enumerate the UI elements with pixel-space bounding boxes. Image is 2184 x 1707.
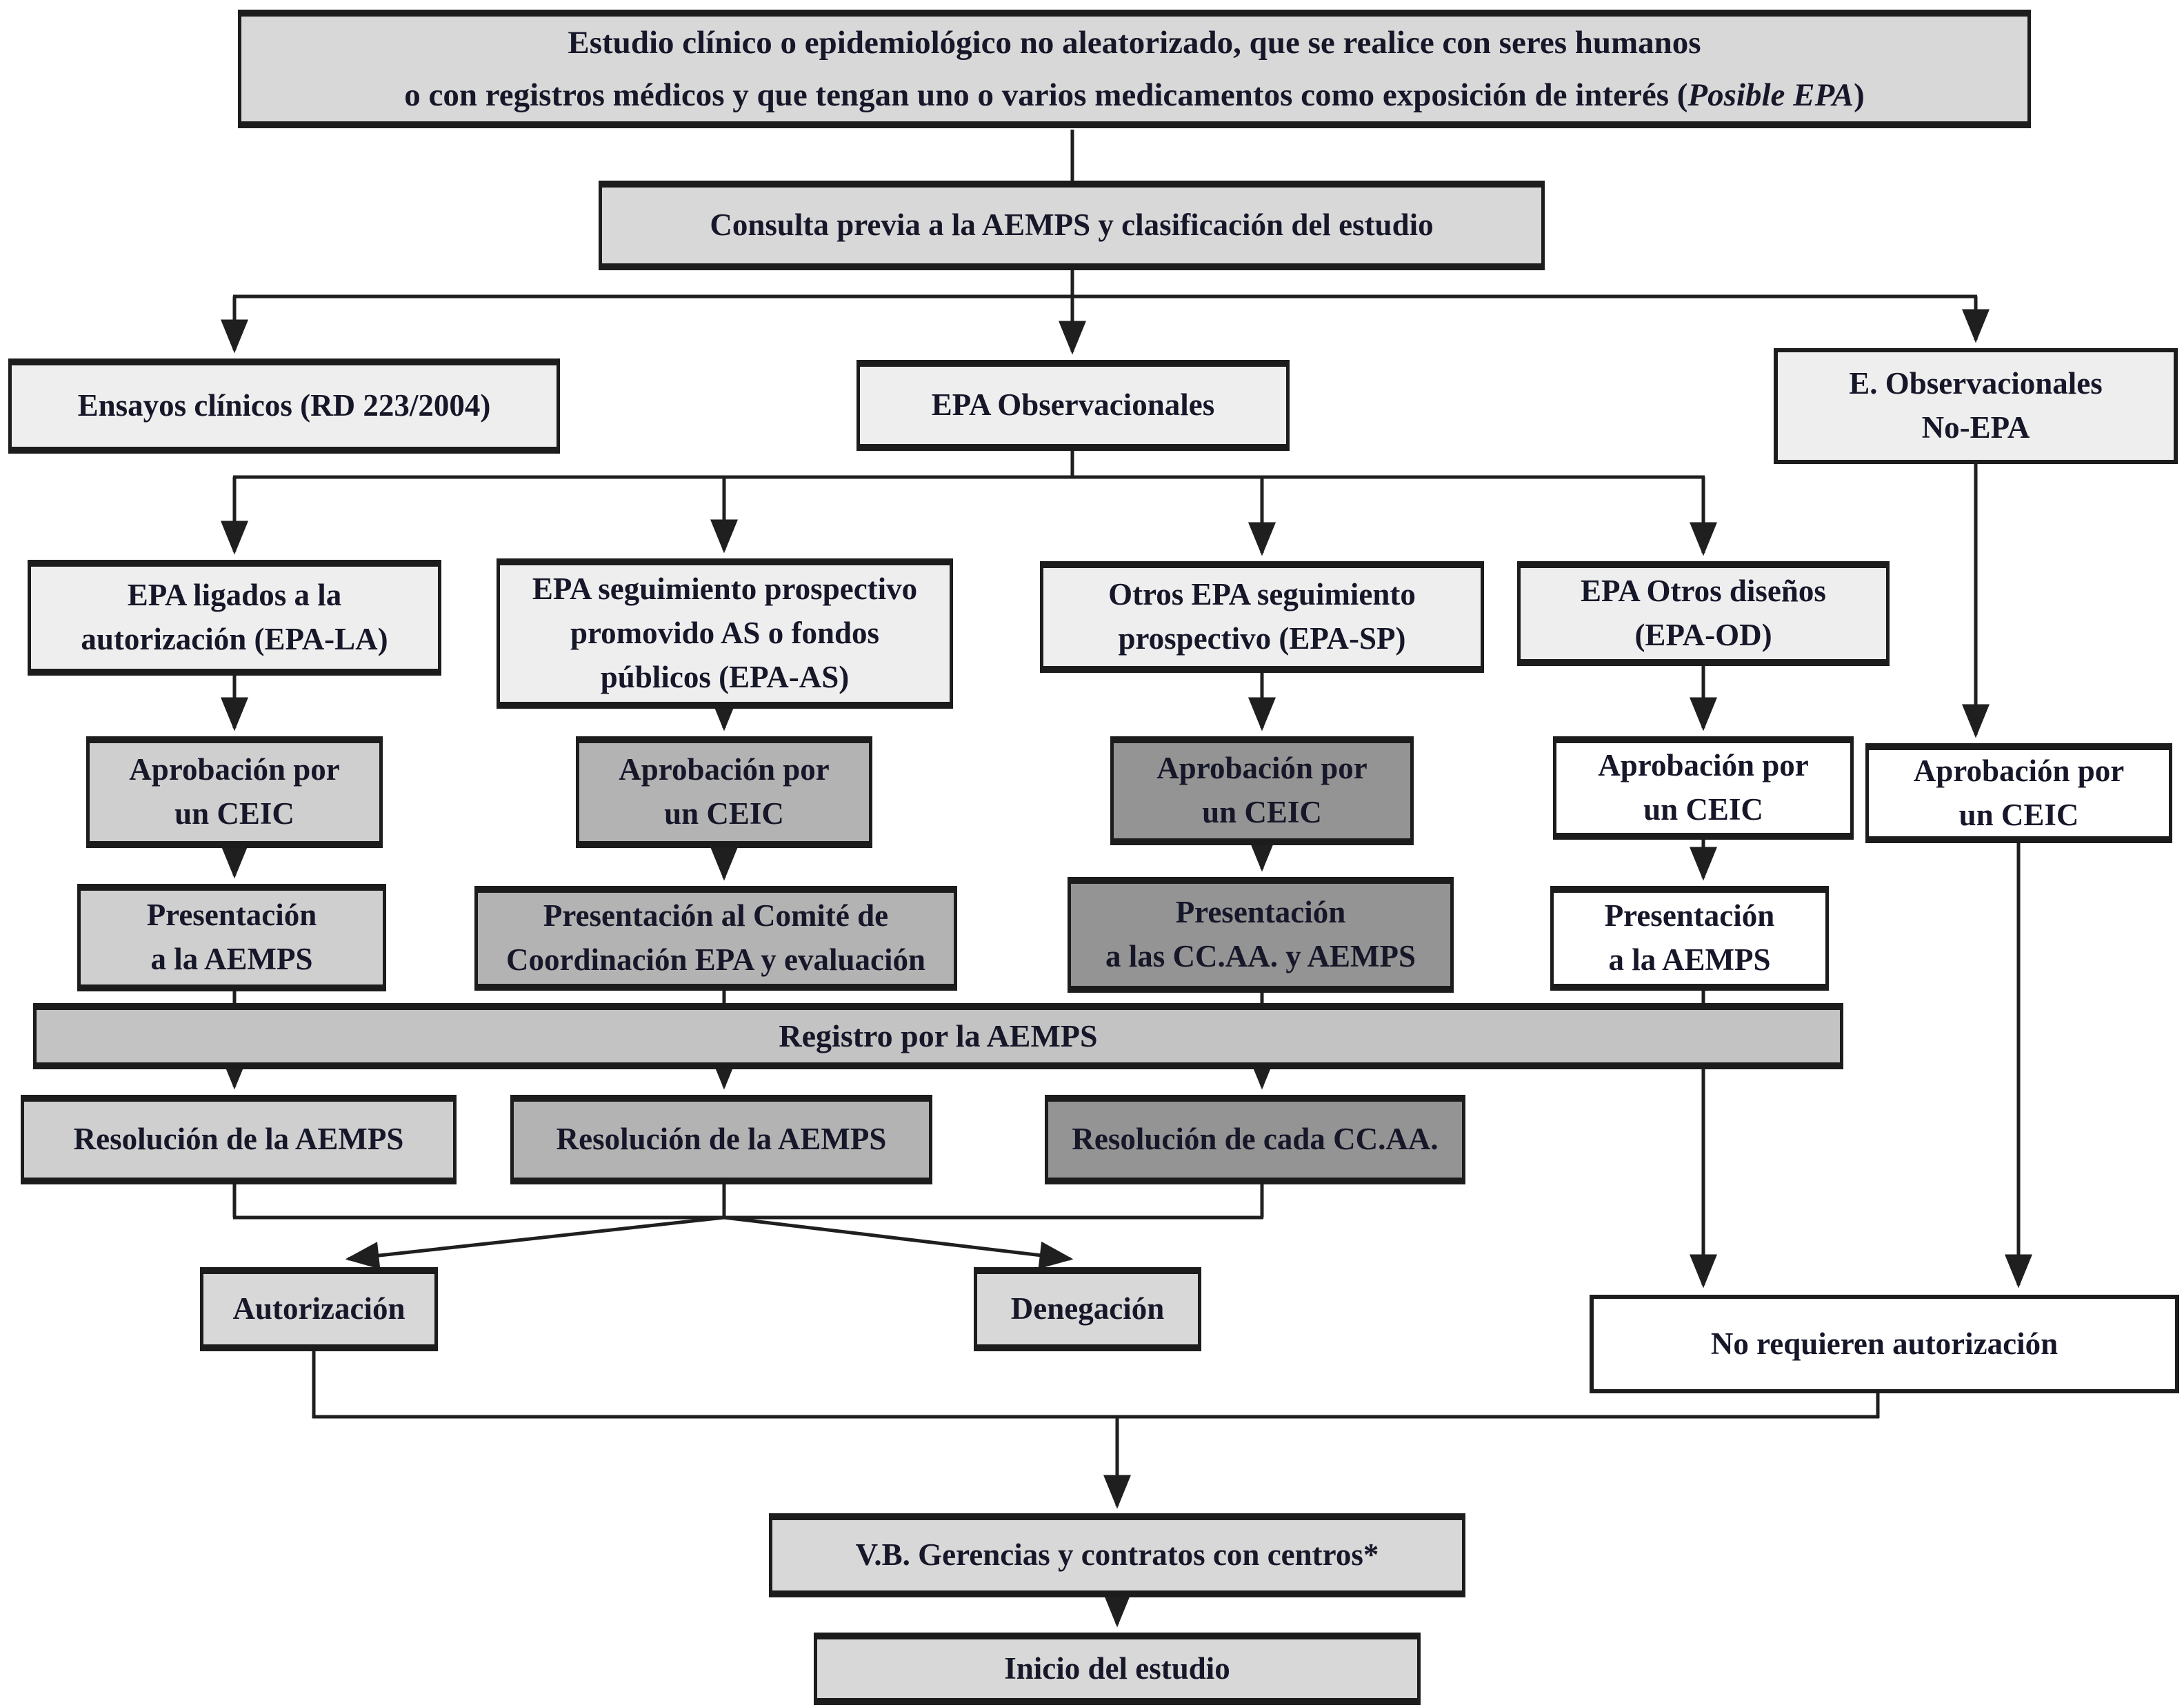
node-presentacion-ccaa-aemps: Presentación a las CC.AA. y AEMPS (1068, 877, 1454, 993)
connector-arrow (723, 1215, 1074, 1269)
node-text-line: Aprobación por (1156, 751, 1367, 786)
node-text-line: a la AEMPS (1608, 942, 1771, 977)
node-text-line: Presentación (146, 898, 317, 933)
node-text-line: EPA seguimiento prospectivo (532, 572, 918, 607)
node-text-line: un CEIC (1643, 792, 1763, 827)
node-text-line: Aprobación por (129, 752, 340, 787)
node-epa-observacionales: EPA Observacionales (856, 360, 1290, 451)
node-text-line: Aprobación por (619, 752, 830, 787)
node-aprobacion-ceic-epa-as: Aprobación por un CEIC (576, 736, 872, 848)
node-no-requieren-autorizacion: No requieren autorización (1590, 1295, 2179, 1393)
node-resolucion-cada-ccaa: Resolución de cada CC.AA. (1045, 1095, 1465, 1184)
node-text-line: Presentación (1175, 895, 1346, 930)
node-text-line: Presentación al Comité de (543, 898, 889, 933)
node-vb-gerencias-contratos: V.B. Gerencias y contratos con centros* (769, 1513, 1465, 1597)
node-text-line: Presentación (1604, 898, 1775, 933)
node-consulta-previa: Consulta previa a la AEMPS y clasificaci… (599, 181, 1545, 270)
node-presentacion-aemps-epa-la: Presentación a la AEMPS (77, 884, 386, 991)
node-text-line: o con registros médicos y que tengan uno… (404, 77, 1865, 113)
node-aprobacion-ceic-no-epa: Aprobación por un CEIC (1865, 743, 2172, 843)
node-text-line: un CEIC (664, 796, 784, 831)
node-text-line: No-EPA (1921, 410, 2030, 445)
node-presentacion-comite-coordinacion: Presentación al Comité de Coordinación E… (474, 886, 957, 991)
node-text-line: Consulta previa a la AEMPS y clasificaci… (710, 208, 1434, 243)
node-text-line: un CEIC (174, 796, 294, 831)
node-autorizacion: Autorización (200, 1267, 438, 1351)
node-aprobacion-ceic-epa-la: Aprobación por un CEIC (86, 736, 383, 848)
node-text-line: públicos (EPA-AS) (600, 659, 850, 694)
node-epa-od: EPA Otros diseños (EPA-OD) (1517, 561, 1890, 666)
node-text-line: E. Observacionales (1849, 366, 2103, 401)
node-text-line: Inicio del estudio (1004, 1650, 1230, 1686)
node-epa-sp: Otros EPA seguimiento prospectivo (EPA-S… (1040, 561, 1484, 673)
node-aprobacion-ceic-epa-sp: Aprobación por un CEIC (1110, 736, 1414, 845)
connector-arrow (345, 1215, 725, 1270)
node-text-line: un CEIC (1958, 797, 2079, 832)
node-aprobacion-ceic-epa-od: Aprobación por un CEIC (1553, 736, 1854, 840)
node-text-line: EPA Observacionales (931, 387, 1215, 423)
node-estudio-posible-epa: Estudio clínico o epidemiológico no alea… (238, 10, 2031, 128)
node-text-line: Resolución de cada CC.AA. (1072, 1122, 1439, 1157)
node-text-line: Aprobación por (1913, 753, 2125, 788)
node-text-line: EPA ligados a la (127, 578, 342, 613)
node-resolucion-aemps-epa-as: Resolución de la AEMPS (510, 1095, 932, 1184)
node-inicio-estudio: Inicio del estudio (814, 1633, 1421, 1705)
node-text-line: prospectivo (EPA-SP) (1118, 621, 1406, 656)
node-epa-as: EPA seguimiento prospectivo promovido AS… (497, 558, 953, 709)
node-resolucion-aemps-epa-la: Resolución de la AEMPS (21, 1095, 457, 1184)
node-text-line: EPA Otros diseños (1581, 574, 1826, 609)
node-text-line: un CEIC (1202, 795, 1322, 829)
node-e-observacionales-no-epa: E. Observacionales No-EPA (1774, 348, 2178, 464)
node-text-line: Resolución de la AEMPS (73, 1122, 404, 1157)
node-registro-aemps: Registro por la AEMPS (33, 1003, 1843, 1069)
node-text-line: Otros EPA seguimiento (1108, 577, 1416, 612)
node-text-line: Autorización (232, 1291, 405, 1326)
node-text-line: Registro por la AEMPS (779, 1018, 1098, 1054)
node-text-line: a la AEMPS (150, 942, 313, 976)
node-denegacion: Denegación (974, 1267, 1201, 1351)
node-text-line: Aprobación por (1598, 748, 1809, 783)
node-text-line: (EPA-OD) (1634, 618, 1772, 652)
node-text-line: promovido AS o fondos (570, 616, 880, 651)
node-text-line: Resolución de la AEMPS (556, 1122, 887, 1157)
node-text-line: Ensayos clínicos (RD 223/2004) (77, 388, 491, 423)
posible-epa-italic: Posible EPA (1687, 77, 1854, 113)
node-text-line: V.B. Gerencias y contratos con centros* (855, 1537, 1379, 1573)
node-text-line: Estudio clínico o epidemiológico no alea… (568, 24, 1701, 61)
node-text-line: Coordinación EPA y evaluación (506, 942, 925, 977)
node-text-line: Denegación (1010, 1291, 1165, 1326)
node-text-line: a las CC.AA. y AEMPS (1105, 939, 1416, 973)
node-epa-la: EPA ligados a la autorización (EPA-LA) (28, 560, 441, 676)
node-text-line: autorización (EPA-LA) (81, 622, 388, 656)
node-presentacion-aemps-epa-od: Presentación a la AEMPS (1550, 886, 1829, 991)
node-ensayos-clinicos: Ensayos clínicos (RD 223/2004) (8, 358, 560, 454)
node-text-line: No requieren autorización (1710, 1326, 2058, 1361)
